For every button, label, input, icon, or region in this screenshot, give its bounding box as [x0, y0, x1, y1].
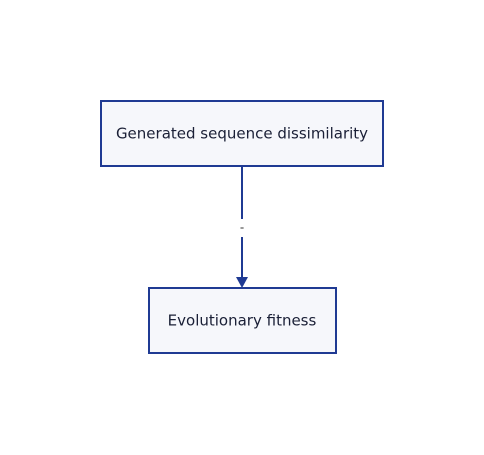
arrowhead-icon [236, 277, 248, 288]
node-evolutionary-fitness[interactable]: Evolutionary fitness [148, 287, 337, 354]
edge-label-background [234, 219, 250, 237]
node-label: Evolutionary fitness [168, 312, 317, 330]
node-box [148, 287, 337, 354]
node-label: Generated sequence dissimilarity [116, 125, 368, 143]
node-box [100, 100, 384, 167]
node-generated-sequence-dissimilarity[interactable]: Generated sequence dissimilarity [100, 100, 384, 167]
edge-label: - [240, 221, 244, 235]
edge-source-to-target: - [234, 167, 250, 288]
